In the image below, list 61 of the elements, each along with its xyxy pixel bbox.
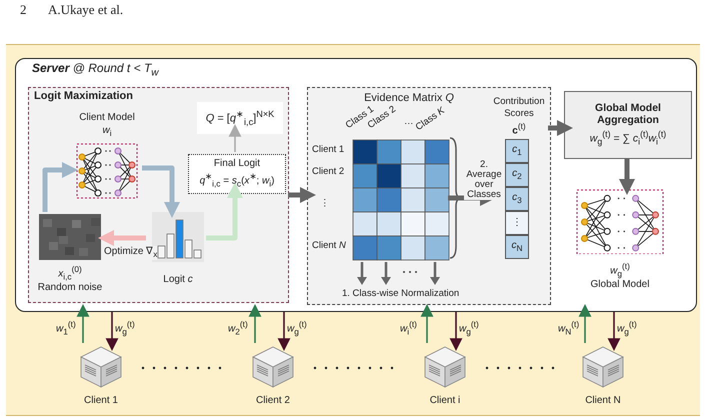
row-header: ⋮: [320, 198, 330, 209]
arrow: [42, 162, 78, 212]
node-text: c$_{1}$: [512, 144, 522, 158]
author-header: A.Ukaye et al.: [48, 4, 124, 15]
row-header: Client 1: [312, 144, 344, 155]
score-cell: [505, 139, 529, 163]
node-text: c$^{(t)}$: [512, 120, 526, 138]
client-label: Client i: [430, 395, 460, 407]
row-header: Client 2: [312, 166, 344, 177]
panel-title: Evidence Matrix Q: [364, 92, 454, 104]
arrow: [228, 124, 242, 152]
client-label: Client 2: [256, 395, 290, 407]
arrow: [278, 312, 290, 351]
arrow: [206, 182, 243, 240]
arrow: [548, 120, 573, 136]
node-text: c$_{2}$: [512, 168, 522, 182]
arrow: [608, 312, 620, 351]
node-text: w$_{i}$: [102, 125, 112, 139]
arrow: [288, 187, 316, 203]
edge-label: Optimize ∇$_{x}$: [104, 246, 158, 260]
column-header: …: [404, 116, 414, 127]
client-label: Client 1: [84, 395, 118, 407]
arrow: [420, 304, 434, 343]
column-title: Contribution Scores: [492, 96, 546, 120]
score-cell: [505, 235, 529, 259]
arrow: [578, 304, 592, 343]
box-title: Global Model Aggregation: [594, 102, 662, 126]
caption-text: 1. Class-wise Normalization: [342, 288, 460, 299]
client-label: Client N: [585, 395, 621, 407]
dashed-panel: [307, 87, 551, 305]
node-text: Global Model: [590, 279, 650, 291]
arrow: [619, 158, 635, 195]
arrow: [248, 304, 262, 343]
dashed-panel: [28, 87, 289, 303]
arrow: [98, 230, 146, 246]
edge-label: 2. Average over Classes: [464, 160, 504, 200]
arrow: [142, 166, 180, 218]
score-cell: [505, 187, 529, 211]
row-header: Client N: [312, 240, 346, 251]
arrow: [106, 312, 118, 351]
server-panel: [15, 58, 697, 312]
formula-box: [197, 102, 283, 134]
node-text: c$_{N}$: [511, 240, 522, 254]
process-box: [564, 91, 692, 159]
arrow: [76, 304, 90, 343]
score-cell: [505, 163, 529, 187]
panel-title: Logit Maximization: [34, 90, 133, 102]
node-text: Random noise: [38, 282, 102, 294]
node-text: Client Model: [79, 112, 135, 124]
formula-box: [188, 154, 286, 194]
node-text: c$_{3}$: [512, 192, 522, 206]
column-header: Class K: [414, 105, 447, 133]
score-cell: [505, 211, 529, 235]
chart-label: Logit c: [163, 274, 193, 286]
node-text: Final Logit: [214, 158, 260, 170]
node-text: ⋮: [512, 217, 522, 229]
formula-text: Q = [q$^{∗}$$_{i,c}$]$^{N×K}$: [206, 108, 274, 128]
panel-title: Server @ Round t < T$_{w}$: [32, 62, 159, 80]
page-number: 2: [20, 4, 26, 15]
arrow: [450, 312, 462, 351]
node-text: q$^{∗}$$_{i,c}$ = s$_{c}$(x$^{∗}$; w$_{i}$): [200, 170, 274, 190]
